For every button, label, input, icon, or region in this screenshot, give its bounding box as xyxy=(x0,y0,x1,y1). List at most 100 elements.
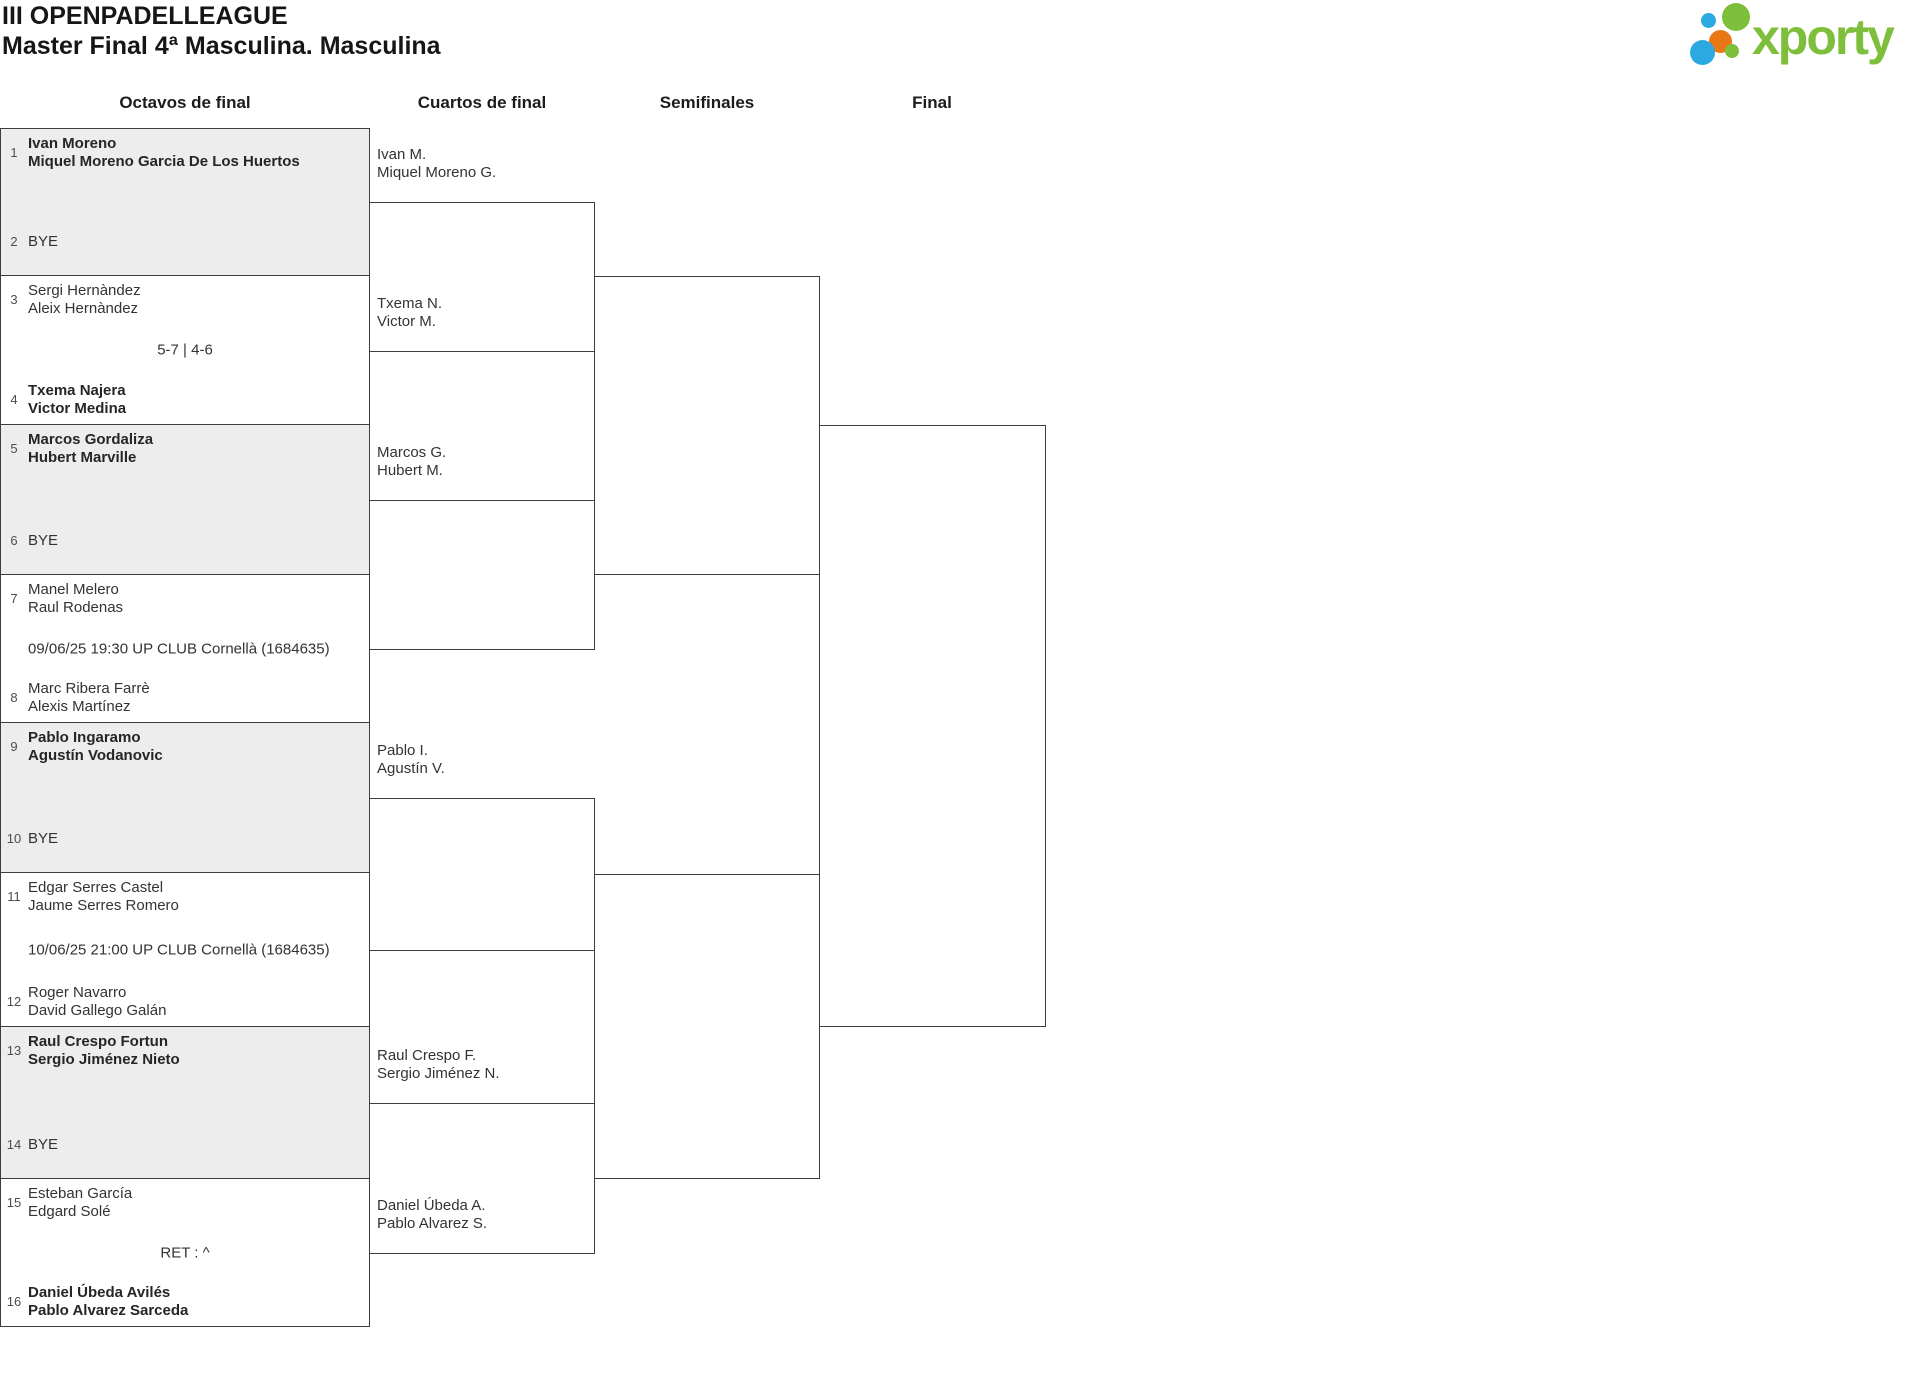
winner-label: Txema N.Victor M. xyxy=(377,295,442,331)
logo-dot-green-large xyxy=(1722,3,1750,31)
cuartos-match-box xyxy=(369,500,595,650)
team-slot: 6 BYE xyxy=(1,532,369,568)
player-name: Marc Ribera Farrè xyxy=(28,680,150,697)
winner-label: Pablo I.Agustín V. xyxy=(377,742,445,778)
player-name: Sergi Hernàndez xyxy=(28,282,141,299)
player-name: Pablo I. xyxy=(377,742,428,759)
seed-number: 1 xyxy=(10,145,18,160)
seed-number: 7 xyxy=(10,591,18,606)
logo-dot-green-small xyxy=(1725,44,1739,58)
player-name: Raul Rodenas xyxy=(28,599,124,616)
player-name: Edgar Serres Castel xyxy=(28,879,164,896)
player-name: Pablo Alvarez Sarceda xyxy=(28,1302,189,1319)
logo-dot-blue-small xyxy=(1701,13,1716,28)
player-name: Ivan Moreno xyxy=(28,135,117,152)
round-header-cuartos: Cuartos de final xyxy=(417,93,547,112)
cuartos-match-box xyxy=(369,798,595,951)
bye-spacer xyxy=(28,550,58,568)
team-names: BYE xyxy=(28,532,58,568)
tournament-title: III OPENPADELLEAGUE xyxy=(2,2,288,30)
round-header-semifinales: Semifinales xyxy=(659,93,755,112)
team-slot: 10 BYE xyxy=(1,830,369,866)
team-names: BYE xyxy=(28,830,58,866)
logo-dot-blue-large xyxy=(1690,40,1715,65)
bye-label: BYE xyxy=(28,1136,59,1153)
player-name: Victor Medina xyxy=(28,400,127,417)
seed-number: 12 xyxy=(6,994,22,1009)
player-name: Miquel Moreno G. xyxy=(377,164,497,181)
seed-number: 9 xyxy=(10,739,18,754)
player-name: Esteban García xyxy=(28,1185,133,1202)
player-name: Txema N. xyxy=(377,295,443,312)
final-match-box xyxy=(819,425,1046,1027)
team-names: BYE xyxy=(28,233,58,269)
player-name: Agustín Vodanovic xyxy=(28,747,163,764)
bye-spacer xyxy=(28,848,58,866)
player-name: Hubert Marville xyxy=(28,449,137,466)
bye-spacer xyxy=(28,1154,58,1172)
tournament-subtitle: Master Final 4ª Masculina. Masculina xyxy=(2,32,441,60)
seed-number: 3 xyxy=(10,292,18,307)
winner-label: Daniel Úbeda A.Pablo Alvarez S. xyxy=(377,1197,487,1233)
player-name: Roger Navarro xyxy=(28,984,127,1001)
seed-number: 13 xyxy=(6,1043,22,1058)
player-name: Marcos Gordaliza xyxy=(28,431,154,448)
match-score: RET : ^ xyxy=(160,1244,210,1261)
seed-number: 2 xyxy=(10,234,18,249)
player-name: Daniel Úbeda A. xyxy=(377,1197,486,1214)
player-name: Agustín V. xyxy=(377,760,445,777)
player-name: Marcos G. xyxy=(377,444,447,461)
player-name: Manel Melero xyxy=(28,581,119,598)
player-name: Hubert M. xyxy=(377,462,443,479)
match-schedule: 10/06/25 21:00 UP CLUB Cornellà (1684635… xyxy=(28,941,330,958)
winner-label: Marcos G.Hubert M. xyxy=(377,444,446,480)
match-score: 5-7 | 4-6 xyxy=(157,341,213,359)
player-name: Jaume Serres Romero xyxy=(28,897,179,914)
player-name: Pablo Alvarez S. xyxy=(377,1215,488,1232)
player-name: Alexis Martínez xyxy=(28,698,131,715)
logo-wordmark: xporty xyxy=(1752,9,1895,65)
seed-number: 5 xyxy=(10,441,18,456)
player-name: Victor M. xyxy=(377,313,436,330)
player-name: Ivan M. xyxy=(377,146,427,163)
player-name: Pablo Ingaramo xyxy=(28,729,141,746)
winner-label: Ivan M.Miquel Moreno G. xyxy=(377,146,496,182)
bye-label: BYE xyxy=(28,233,59,250)
seed-number: 15 xyxy=(6,1195,22,1210)
seed-number: 10 xyxy=(6,831,22,846)
match-schedule: 09/06/25 19:30 UP CLUB Cornellà (1684635… xyxy=(28,640,330,657)
xporty-logo[interactable]: xporty xyxy=(1688,2,1916,66)
seed-number: 6 xyxy=(10,533,18,548)
